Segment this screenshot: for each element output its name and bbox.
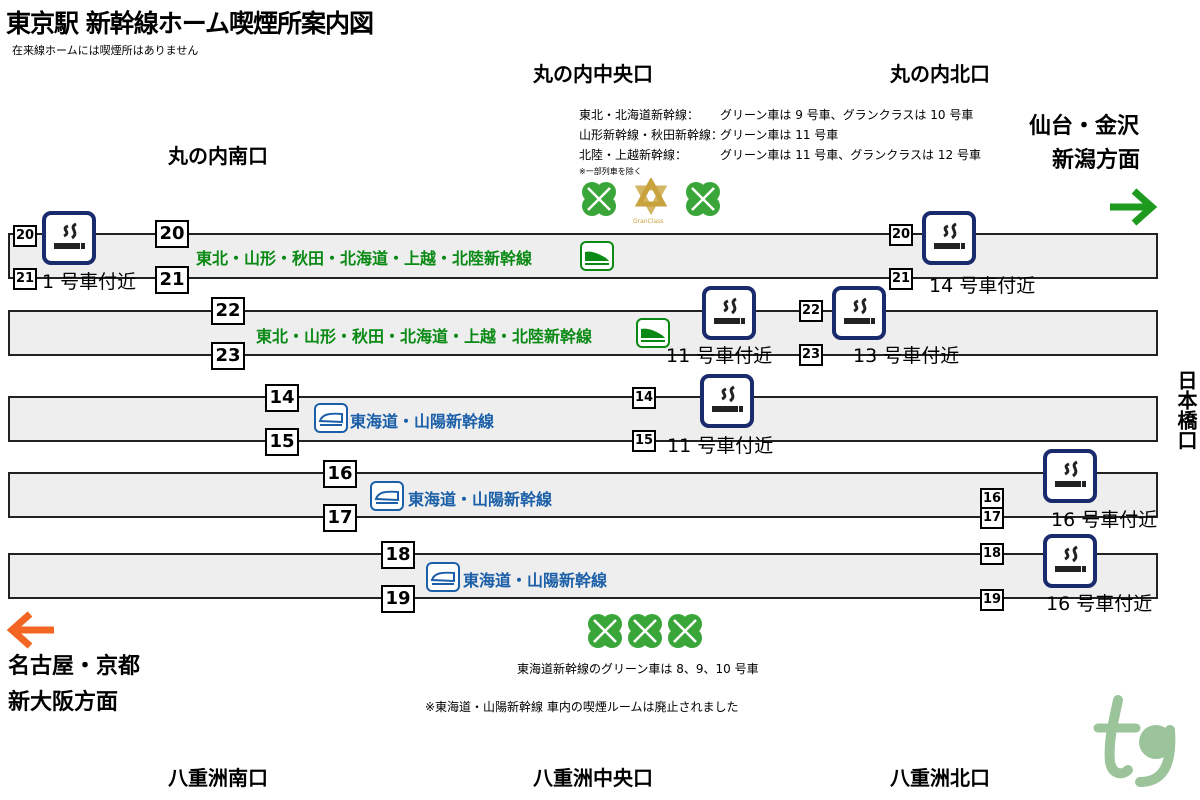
- exit-nihonbashi: 日本橋口: [1174, 370, 1198, 450]
- track-14: 14: [265, 384, 299, 412]
- track-18: 18: [381, 541, 415, 569]
- car-label-11-a: 11 号車付近: [666, 345, 773, 367]
- logo-icon: [1093, 695, 1176, 787]
- exit-marunouchi-central: 丸の内中央口: [533, 62, 653, 86]
- track-23: 23: [211, 342, 245, 370]
- track-21-east: 21: [889, 268, 913, 290]
- track-20-east: 20: [889, 224, 913, 246]
- exit-yaesu-north: 八重洲北口: [890, 766, 990, 790]
- platform-14-15: [8, 396, 1158, 442]
- direction-south-line1: 名古屋・京都: [8, 654, 141, 679]
- green-car-clover-icon-3: [588, 614, 622, 648]
- note-tohoku-label: 東北・北海道新幹線：: [579, 108, 700, 122]
- granclass-caption: GranClass: [633, 218, 664, 225]
- line-label-tokaido-1: 東海道・山陽新幹線: [350, 412, 495, 431]
- arrow-left-icon: [6, 611, 54, 649]
- track-17-east: 17: [980, 507, 1004, 529]
- track-16-east: 16: [980, 488, 1004, 510]
- shinkansen-train-icon: [314, 403, 348, 433]
- smoking-area-icon: [1043, 534, 1097, 588]
- green-car-clover-icon-4: [628, 614, 662, 648]
- car-label-1: 1 号車付近: [42, 271, 137, 293]
- note-hokuriku-value: グリーン車は 11 号車、グランクラスは 12 号車: [720, 148, 981, 162]
- green-car-clover-icon-2: [686, 182, 720, 216]
- shinkansen-train-icon: [426, 562, 460, 592]
- exit-marunouchi-north: 丸の内北口: [890, 62, 990, 86]
- direction-north-line2: 新潟方面: [1052, 148, 1141, 173]
- green-car-clover-icon-5: [668, 614, 702, 648]
- track-15-east: 15: [632, 430, 656, 452]
- track-19: 19: [381, 585, 415, 613]
- shinkansen-train-icon: [370, 481, 404, 511]
- line-label-tokaido-3: 東海道・山陽新幹線: [463, 571, 608, 590]
- line-label-tohoku-1: 東北・山形・秋田・北海道・上越・北陸新幹線: [196, 249, 533, 268]
- smoking-area-icon: [1043, 449, 1097, 503]
- track-21: 21: [155, 266, 189, 294]
- smoking-area-icon: [832, 286, 886, 340]
- granclass-icon: [634, 178, 668, 216]
- track-20: 20: [155, 220, 189, 248]
- track-15: 15: [265, 428, 299, 456]
- smoking-area-icon: [42, 211, 96, 265]
- direction-north-line1: 仙台・金沢: [1029, 114, 1140, 139]
- platform-18-19: [8, 553, 1158, 599]
- track-19-east: 19: [980, 589, 1004, 611]
- car-label-13: 13 号車付近: [853, 345, 960, 367]
- note-smoking-abolished: ※東海道・山陽新幹線 車内の喫煙ルームは廃止されました: [425, 700, 739, 714]
- note-tokaido-green: 東海道新幹線のグリーン車は 8、9、10 号車: [517, 662, 759, 676]
- line-label-tohoku-2: 東北・山形・秋田・北海道・上越・北陸新幹線: [256, 327, 593, 346]
- platform-22-23: [8, 310, 1158, 356]
- track-16: 16: [323, 460, 357, 488]
- exit-yaesu-central: 八重洲中央口: [533, 766, 653, 790]
- track-21-west: 21: [13, 268, 37, 290]
- arrow-right-icon: [1110, 188, 1158, 226]
- exit-yaesu-south: 八重洲南口: [168, 766, 268, 790]
- exit-marunouchi-south: 丸の内南口: [168, 144, 268, 168]
- track-14-east: 14: [632, 387, 656, 409]
- shinkansen-train-icon: [636, 318, 670, 348]
- smoking-area-icon: [700, 374, 754, 428]
- car-label-14: 14 号車付近: [929, 275, 1036, 297]
- car-label-11-b: 11 号車付近: [667, 435, 774, 457]
- page-title: 東京駅 新幹線ホーム喫煙所案内図: [6, 9, 374, 38]
- track-17: 17: [323, 504, 357, 532]
- shinkansen-train-icon: [580, 241, 614, 271]
- page-subtitle: 在来線ホームには喫煙所はありません: [12, 44, 199, 57]
- note-exception: ※一部列車を除く: [579, 167, 642, 176]
- track-23-east: 23: [799, 344, 823, 366]
- note-yamagata-label: 山形新幹線・秋田新幹線：: [579, 128, 724, 142]
- platform-16-17: [8, 472, 1158, 518]
- smoking-area-icon: [922, 211, 976, 265]
- note-tohoku-value: グリーン車は 9 号車、グランクラスは 10 号車: [720, 108, 974, 122]
- note-hokuriku-label: 北陸・上越新幹線：: [579, 148, 688, 162]
- direction-south-line2: 新大阪方面: [8, 690, 119, 715]
- car-label-16-a: 16 号車付近: [1051, 509, 1158, 531]
- track-20-west: 20: [13, 225, 37, 247]
- smoking-area-icon: [702, 286, 756, 340]
- car-label-16-b: 16 号車付近: [1046, 593, 1153, 615]
- track-18-east: 18: [980, 543, 1004, 565]
- green-car-clover-icon: [582, 182, 616, 216]
- track-22: 22: [211, 297, 245, 325]
- note-yamagata-value: グリーン車は 11 号車: [720, 128, 839, 142]
- line-label-tokaido-2: 東海道・山陽新幹線: [408, 490, 553, 509]
- track-22-east: 22: [799, 300, 823, 322]
